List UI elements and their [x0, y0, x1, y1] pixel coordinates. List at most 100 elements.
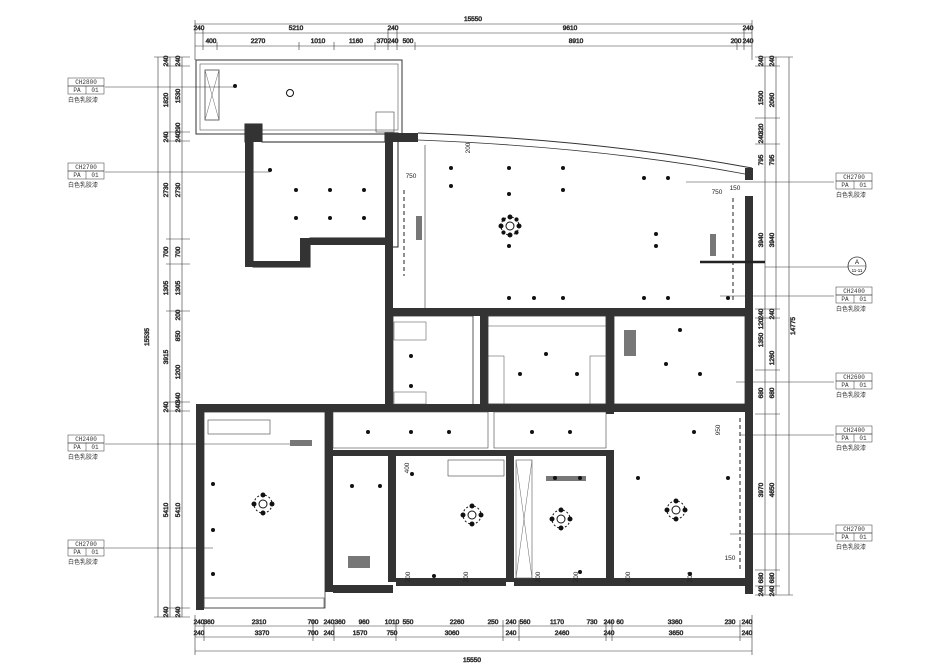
- dim: 1200: [175, 364, 182, 379]
- svg-text:PA: PA: [841, 534, 849, 541]
- svg-text:01: 01: [859, 534, 867, 541]
- dim: 680: [758, 387, 765, 398]
- svg-text:01: 01: [91, 87, 99, 94]
- svg-text:14775: 14775: [790, 317, 797, 335]
- top-total-dim: 15550: [464, 16, 482, 23]
- svg-text:CH2700: CH2700: [75, 541, 97, 548]
- dim: 230: [725, 619, 736, 626]
- dim: 3940: [758, 232, 765, 247]
- dim: 240: [604, 619, 615, 626]
- svg-text:CH2700: CH2700: [843, 526, 865, 533]
- dim: 240: [175, 55, 182, 66]
- dim: 2730: [175, 182, 182, 197]
- dim: 240: [758, 585, 765, 596]
- dim: 9610: [563, 25, 578, 32]
- svg-text:白色乳胶漆: 白色乳胶漆: [68, 558, 98, 566]
- dim: 250: [488, 619, 499, 626]
- dim: 700: [163, 246, 170, 257]
- svg-text:15535: 15535: [144, 328, 151, 346]
- dim: 200: [535, 571, 542, 582]
- dim: 240: [163, 131, 170, 142]
- dim: 240: [175, 131, 182, 142]
- dim: 200: [687, 571, 694, 582]
- svg-text:PA: PA: [841, 296, 849, 303]
- dim: 3970: [758, 482, 765, 497]
- svg-text:CH2800: CH2800: [75, 79, 97, 86]
- right-total-label: 14775: [790, 316, 798, 335]
- dim: 3360: [668, 619, 683, 626]
- dim: 200: [405, 571, 412, 582]
- dim: 3370: [255, 630, 270, 637]
- dim: 5210: [289, 25, 304, 32]
- dim: 340: [175, 392, 182, 403]
- dim: 3060: [445, 630, 460, 637]
- dim: 2310: [252, 619, 267, 626]
- dim: 400: [404, 462, 411, 473]
- svg-text:白色乳胶漆: 白色乳胶漆: [68, 96, 98, 104]
- ceiling-tag-ch2400: CH2400 PA 01 白色乳胶漆: [835, 425, 873, 452]
- dim: 200: [465, 142, 472, 153]
- svg-text:白色乳胶漆: 白色乳胶漆: [68, 181, 98, 189]
- dim: 200: [573, 571, 580, 582]
- floor-plan-walls: [195, 59, 765, 610]
- svg-text:白色乳胶漆: 白色乳胶漆: [836, 305, 866, 313]
- dim: 360: [335, 619, 346, 626]
- dim: 240: [388, 38, 399, 45]
- dim: 560: [520, 619, 531, 626]
- bottom-dimension-chain: 15550 240 360 2310 700 240 360 960 1010 …: [193, 615, 753, 664]
- dim: 240: [194, 25, 205, 32]
- svg-text:白色乳胶漆: 白色乳胶漆: [836, 191, 866, 199]
- dim: 1500: [758, 90, 765, 105]
- dim: 320: [758, 123, 765, 134]
- dim: 240: [743, 25, 754, 32]
- dim: 400: [206, 38, 217, 45]
- svg-text:PA: PA: [841, 182, 849, 189]
- dim: 2060: [769, 92, 776, 107]
- svg-text:CH2700: CH2700: [843, 174, 865, 181]
- dim: 200: [731, 38, 742, 45]
- dim: 795: [758, 154, 765, 165]
- dim: 2260: [450, 619, 465, 626]
- dim: 850: [175, 330, 182, 341]
- dim: 240: [194, 630, 205, 637]
- ceiling-tag-ch2800: CH2800 PA 01 白色乳胶漆: [67, 77, 105, 104]
- svg-text:CH2400: CH2400: [843, 427, 865, 434]
- dim: 4650: [769, 482, 776, 497]
- section-marker: A 11-11: [847, 256, 867, 276]
- dim: 240: [194, 619, 205, 626]
- dim: 1010: [385, 619, 400, 626]
- svg-text:白色乳胶漆: 白色乳胶漆: [836, 543, 866, 551]
- svg-text:CH2400: CH2400: [75, 436, 97, 443]
- right-dimension-chain: 14775 240 1500 320 240 795 3940 240 120 …: [755, 55, 798, 597]
- dim: 3915: [163, 349, 170, 364]
- dim: 1820: [163, 92, 170, 107]
- dim: 240: [769, 585, 776, 596]
- dim: 1305: [163, 280, 170, 295]
- svg-text:01: 01: [91, 549, 99, 556]
- dim: 3940: [769, 232, 776, 247]
- dim: 750: [406, 173, 417, 180]
- dim: 150: [730, 185, 741, 192]
- ceiling-tags: CH2800 PA 01 白色乳胶漆 CH2700 PA 01 白色乳胶漆 CH…: [67, 77, 873, 566]
- ceiling-tag-ch2700: CH2700 PA 01 白色乳胶漆: [67, 539, 105, 566]
- dim: 700: [308, 619, 319, 626]
- dim: 150: [725, 555, 736, 562]
- svg-text:01: 01: [859, 435, 867, 442]
- dim: 1170: [550, 619, 564, 626]
- ceiling-tag-ch2700: CH2700 PA 01 白色乳胶漆: [835, 524, 873, 551]
- dim: 680: [769, 387, 776, 398]
- interior-dimensions: 750 750 150 950 400 150 200 200 200 200 …: [404, 142, 741, 582]
- dim: 240: [742, 630, 753, 637]
- dim: 240: [324, 630, 335, 637]
- dim: 240: [758, 55, 765, 66]
- dim: 5410: [175, 502, 182, 517]
- dim: 240: [388, 25, 399, 32]
- dim: 240: [769, 55, 776, 66]
- dim: 950: [715, 424, 722, 435]
- dim: 240: [604, 630, 615, 637]
- dim: 3650: [669, 630, 684, 637]
- dim: 240: [758, 308, 765, 319]
- dim: 360: [204, 619, 215, 626]
- dim: 550: [403, 619, 414, 626]
- dim: 200: [625, 571, 632, 582]
